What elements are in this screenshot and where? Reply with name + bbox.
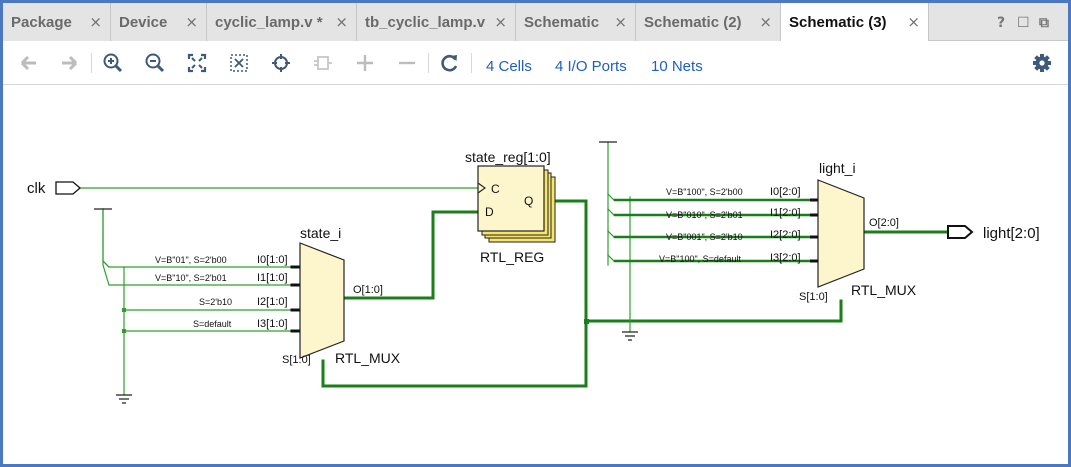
- light-mux-cond-i3: V=B"100", S=default: [659, 254, 741, 264]
- tab-package[interactable]: Package ×: [3, 3, 111, 41]
- tab-label: Schematic: [524, 14, 600, 31]
- state-mux-pin-i1: I1[1:0]: [257, 272, 288, 284]
- close-icon[interactable]: ×: [614, 13, 627, 31]
- state-reg-name: state_reg[1:0]: [465, 149, 551, 165]
- light-mux-type: RTL_MUX: [851, 282, 917, 298]
- state-mux-cond-i1: V=B"10", S=2'b01: [155, 273, 227, 283]
- state-mux-output: O[1:0]: [353, 284, 383, 296]
- light-port-label: light[2:0]: [983, 225, 1040, 242]
- tab-schematic-2[interactable]: Schematic (2) ×: [636, 3, 781, 41]
- state-reg-pin-d: D: [485, 205, 494, 219]
- clk-port-label: clk: [27, 180, 46, 197]
- light-mux-pin-i2: I2[2:0]: [770, 229, 801, 241]
- net-state[interactable]: [321, 199, 588, 388]
- net-light-bus-2[interactable]: [613, 235, 819, 263]
- tab-label: Schematic (2): [644, 14, 742, 31]
- light-output-port[interactable]: [947, 225, 974, 239]
- back-icon[interactable]: [15, 49, 43, 77]
- state-reg-cell[interactable]: [477, 165, 556, 243]
- fit-selection-icon[interactable]: [225, 49, 253, 77]
- light-mux-pin-i3: I3[2:0]: [770, 252, 801, 264]
- light-mux-cond-i0: V=B"100", S=2'b00: [666, 187, 743, 197]
- collapse-icon[interactable]: [309, 49, 337, 77]
- close-icon[interactable]: ×: [494, 13, 507, 31]
- net-next-state[interactable]: [342, 210, 480, 300]
- toolbar-divider: [428, 53, 429, 73]
- clk-input-port[interactable]: [55, 181, 81, 195]
- tab-tb-cyclic-lamp[interactable]: tb_cyclic_lamp.v ×: [357, 3, 516, 41]
- net-tie-i2-i3[interactable]: [123, 309, 293, 332]
- state-mux-pin-i0: I0[1:0]: [257, 254, 288, 266]
- toolbar-divider: [91, 53, 92, 73]
- state-reg-pin-q: Q: [524, 194, 533, 208]
- light-mux-output: O[2:0]: [869, 217, 899, 229]
- light-mux-pin-i1: I1[2:0]: [770, 207, 801, 219]
- forward-icon[interactable]: [55, 49, 83, 77]
- net-state-to-light[interactable]: [584, 299, 843, 323]
- tab-label: tb_cyclic_lamp.v: [365, 14, 486, 31]
- state-mux-pin-i3: I3[1:0]: [257, 318, 288, 330]
- light-mux-select: S[1:0]: [799, 291, 828, 303]
- expand-icon[interactable]: [351, 49, 379, 77]
- tab-device[interactable]: Device ×: [111, 3, 207, 41]
- light-mux-name: light_i: [819, 160, 856, 176]
- light-mux-pin-i0: I0[2:0]: [770, 186, 801, 198]
- tab-cyclic-lamp[interactable]: cyclic_lamp.v * ×: [207, 3, 357, 41]
- tab-schematic[interactable]: Schematic ×: [516, 3, 636, 41]
- net-light-inputs[interactable]: [607, 193, 818, 262]
- close-icon[interactable]: ×: [335, 13, 348, 31]
- state-reg-type: RTL_REG: [480, 249, 544, 265]
- schematic-diagram: clk state_i RTL_MUX I0[1:0] I1[1:0] I2[1…: [27, 141, 1040, 404]
- state-mux-name: state_i: [300, 225, 341, 241]
- tab-label: cyclic_lamp.v *: [215, 14, 323, 31]
- close-icon[interactable]: ×: [89, 13, 102, 31]
- net-light-bus[interactable]: [613, 198, 819, 217]
- state-mux-cond-i3: S=default: [193, 319, 232, 329]
- nets-link[interactable]: 10 Nets: [651, 58, 703, 75]
- state-mux-cell[interactable]: [299, 242, 345, 359]
- auto-fit-icon[interactable]: [267, 49, 295, 77]
- close-icon[interactable]: ×: [185, 13, 198, 31]
- state-mux-cond-i0: V=B"01", S=2'b00: [155, 255, 227, 265]
- gear-icon[interactable]: [1028, 49, 1056, 77]
- restore-icon[interactable]: ☐: [1017, 15, 1030, 31]
- state-mux-cond-i2: S=2'b10: [199, 297, 232, 307]
- tab-label: Device: [119, 14, 168, 31]
- light-mux-cond-i2: V=B"001", S=2'b10: [666, 232, 743, 242]
- reduce-icon[interactable]: [393, 49, 421, 77]
- close-icon[interactable]: ×: [907, 13, 920, 31]
- zoom-out-icon[interactable]: [141, 49, 169, 77]
- zoom-in-icon[interactable]: [99, 49, 127, 77]
- toolbar-divider: [471, 53, 472, 73]
- state-mux-pin-i2: I2[1:0]: [257, 296, 288, 308]
- schematic-canvas[interactable]: clk state_i RTL_MUX I0[1:0] I1[1:0] I2[1…: [3, 85, 1068, 464]
- ground-symbol: [116, 394, 132, 404]
- tab-label: Package: [11, 14, 72, 31]
- help-icon[interactable]: ?: [997, 15, 1006, 31]
- state-mux-select: S[1:0]: [282, 354, 311, 366]
- tab-schematic-3[interactable]: Schematic (3) ×: [781, 3, 929, 42]
- tab-bar: Package × Device × cyclic_lamp.v * × tb_…: [3, 3, 1068, 42]
- refresh-icon[interactable]: [435, 49, 463, 77]
- io-ports-link[interactable]: 4 I/O Ports: [555, 58, 627, 75]
- state-mux-type: RTL_MUX: [335, 350, 401, 366]
- light-mux-cell[interactable]: [817, 179, 865, 288]
- tab-label: Schematic (3): [789, 14, 887, 31]
- cells-link[interactable]: 4 Cells: [486, 58, 532, 75]
- light-mux-cond-i1: V=B"010", S=2'b01: [666, 210, 743, 220]
- toolbar: 4 Cells 4 I/O Ports 10 Nets: [3, 41, 1068, 85]
- state-reg-pin-c: C: [491, 182, 500, 196]
- float-icon[interactable]: ⧉: [1039, 15, 1049, 31]
- ground-symbol: [622, 331, 638, 341]
- net-tie-i1[interactable]: [102, 208, 293, 286]
- zoom-fit-icon[interactable]: [183, 49, 211, 77]
- close-icon[interactable]: ×: [759, 13, 772, 31]
